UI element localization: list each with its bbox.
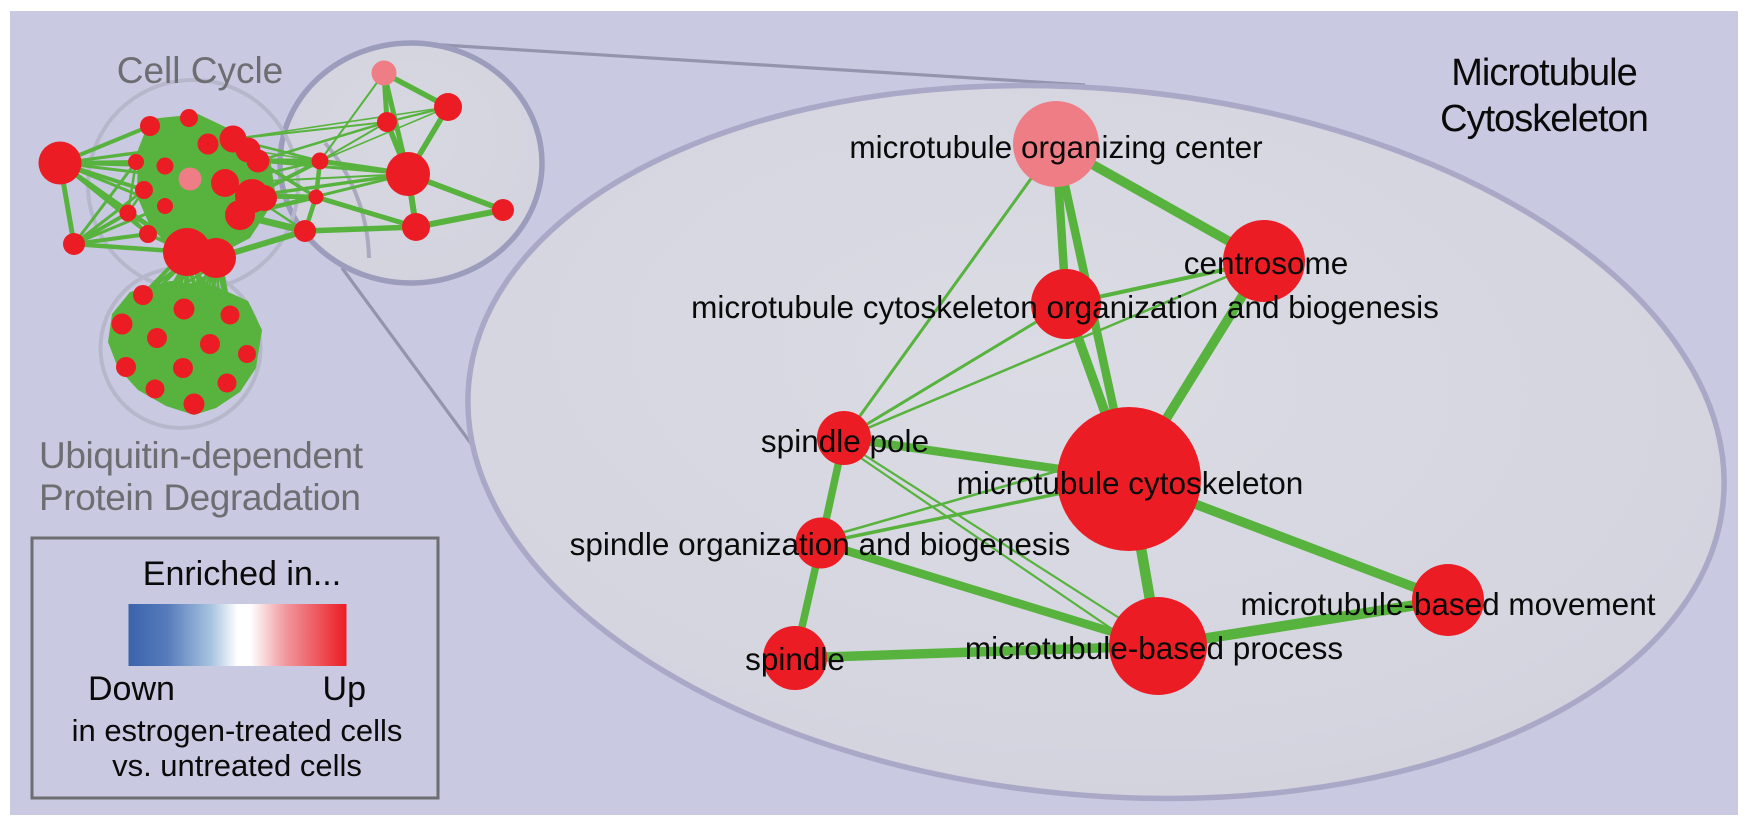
svg-text:spindle pole: spindle pole <box>761 423 929 459</box>
svg-text:microtubule-based movement: microtubule-based movement <box>1241 586 1656 622</box>
svg-text:Up: Up <box>323 670 366 708</box>
svg-text:Enriched in...: Enriched in... <box>143 555 341 593</box>
svg-text:microtubule-based process: microtubule-based process <box>965 630 1343 666</box>
svg-text:in estrogen-treated cells: in estrogen-treated cells <box>72 713 403 748</box>
svg-text:Microtubule: Microtubule <box>1451 52 1636 94</box>
svg-text:vs. untreated cells: vs. untreated cells <box>112 748 362 783</box>
svg-text:Cell Cycle: Cell Cycle <box>117 50 284 91</box>
svg-text:microtubule cytoskeleton: microtubule cytoskeleton <box>957 465 1304 501</box>
svg-text:Ubiquitin-dependent: Ubiquitin-dependent <box>39 435 364 476</box>
svg-text:Down: Down <box>88 670 175 708</box>
svg-text:Cytoskeleton: Cytoskeleton <box>1440 98 1648 140</box>
svg-text:Protein Degradation: Protein Degradation <box>39 477 361 518</box>
svg-text:microtubule cytoskeleton organ: microtubule cytoskeleton organization an… <box>691 289 1439 325</box>
svg-text:spindle organization and bioge: spindle organization and biogenesis <box>570 526 1071 562</box>
svg-text:centrosome: centrosome <box>1184 245 1349 281</box>
svg-text:microtubule organizing center: microtubule organizing center <box>849 129 1262 165</box>
svg-text:spindle: spindle <box>745 641 845 677</box>
